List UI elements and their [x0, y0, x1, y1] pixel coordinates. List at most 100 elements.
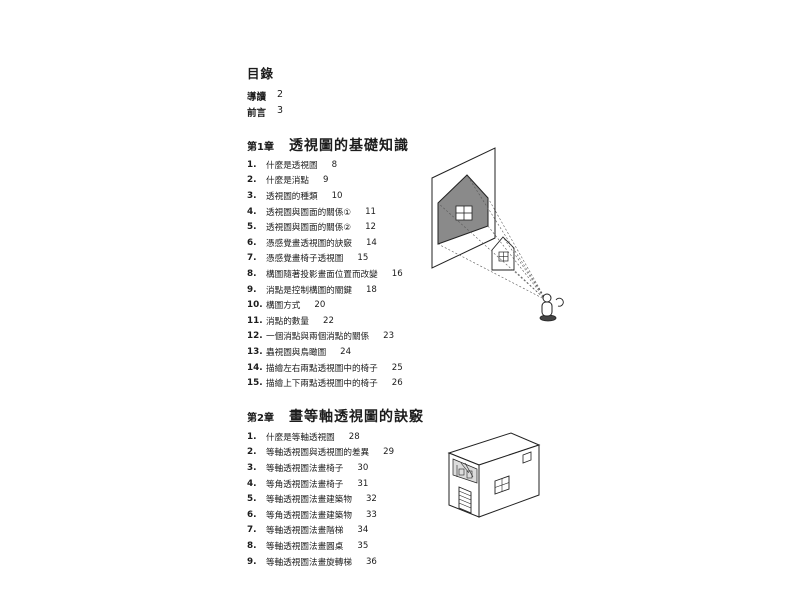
entry-title: 等角透視圖法畫建築物 — [266, 510, 352, 521]
entry-title: 等軸透視圖與透視圖的差異 — [266, 448, 370, 459]
entry-title: 等軸透視圖法畫建築物 — [266, 495, 352, 506]
toc-entry[interactable]: 5. 等軸透視圖法畫建築物 32 — [247, 491, 394, 507]
chapter-number: 第2章 — [247, 413, 274, 424]
entry-title: 蟲視圖與鳥瞰圖 — [266, 347, 327, 358]
toc-entry[interactable]: 2. 什麼是消點 9 — [247, 173, 403, 189]
entry-number: 2. — [247, 447, 257, 458]
intro-page: 3 — [277, 105, 284, 116]
entry-number: 7. — [247, 253, 257, 264]
entry-title: 憑感覺畫透視圖的訣竅 — [266, 238, 352, 249]
entry-title: 什麼是等軸透視圖 — [266, 432, 335, 443]
entry-number: 9. — [247, 556, 257, 567]
toc-entry[interactable]: 9. 等軸透視圖法畫旋轉梯 36 — [247, 554, 394, 570]
toc-entry[interactable]: 2. 等軸透視圖與透視圖的差異 29 — [247, 445, 394, 461]
toc-entry[interactable]: 6. 憑感覺畫透視圖的訣竅 14 — [247, 235, 403, 251]
entry-number: 6. — [247, 509, 257, 520]
entry-page: 8 — [331, 159, 338, 170]
entry-title: 什麼是消點 — [266, 176, 309, 187]
toc-title: 目錄 — [247, 66, 275, 81]
entry-page: 15 — [357, 253, 369, 264]
entry-page: 28 — [348, 431, 360, 442]
entry-page: 23 — [383, 331, 395, 342]
entry-title: 透視圖與圖面的關係② — [266, 223, 352, 234]
intro-label: 前言 — [247, 108, 267, 119]
entry-page: 29 — [383, 447, 395, 458]
entry-title: 等軸透視圖法畫椅子 — [266, 463, 344, 474]
toc-entry[interactable]: 6. 等角透視圖法畫建築物 33 — [247, 507, 394, 523]
entry-page: 24 — [340, 346, 352, 357]
isometric-building-illustration — [447, 432, 541, 518]
toc-entry[interactable]: 7. 憑感覺畫椅子透視圖 15 — [247, 251, 403, 267]
perspective-projection-illustration — [431, 147, 564, 322]
entry-number: 3. — [247, 462, 257, 473]
toc-entry[interactable]: 3. 等軸透視圖法畫椅子 30 — [247, 460, 394, 476]
entry-page: 30 — [357, 462, 369, 473]
toc-entry[interactable]: 8. 構圖隨著投影畫面位置而改變 16 — [247, 266, 403, 282]
entry-title: 等軸透視圖法畫圓桌 — [266, 541, 344, 552]
toc-entry[interactable]: 3. 透視圖的種類 10 — [247, 188, 403, 204]
intro-item-guide[interactable]: 導讀 2 — [247, 89, 283, 103]
entry-page: 26 — [391, 378, 403, 389]
entry-title: 等軸透視圖法畫階梯 — [266, 526, 344, 537]
entry-number: 9. — [247, 284, 257, 295]
entry-number: 13. — [247, 346, 263, 357]
entry-number: 5. — [247, 222, 257, 233]
entry-page: 16 — [391, 268, 403, 279]
entry-page: 31 — [357, 478, 369, 489]
entry-page: 25 — [391, 362, 403, 373]
entry-number: 4. — [247, 478, 257, 489]
entry-number: 6. — [247, 237, 257, 248]
chapter-1-heading[interactable]: 第1章 透視圖的基礎知識 — [247, 135, 409, 155]
entry-title: 什麼是透視圖 — [266, 160, 318, 171]
entry-number: 3. — [247, 190, 257, 201]
entry-page: 35 — [357, 540, 369, 551]
entry-title: 構圖隨著投影畫面位置而改變 — [266, 269, 378, 280]
entry-title: 透視圖的種類 — [266, 191, 318, 202]
entry-page: 32 — [365, 494, 377, 505]
entry-page: 11 — [365, 206, 376, 217]
entry-number: 14. — [247, 362, 263, 373]
entry-title: 消點是控制構圖的關鍵 — [266, 285, 352, 296]
entry-number: 15. — [247, 378, 263, 389]
entry-page: 14 — [365, 237, 377, 248]
entry-number: 4. — [247, 206, 257, 217]
entry-title: 消點的數量 — [266, 316, 309, 327]
entry-title: 透視圖與圖面的關係① — [266, 207, 352, 218]
toc-entry[interactable]: 13.蟲視圖與鳥瞰圖 24 — [247, 344, 403, 360]
entry-title: 構圖方式 — [266, 301, 301, 312]
chapter-title: 畫等軸透視圖的訣竅 — [289, 409, 424, 425]
entry-title: 憑感覺畫椅子透視圖 — [266, 254, 344, 265]
toc-entry[interactable]: 4. 透視圖與圖面的關係① 11 — [247, 204, 403, 220]
entry-page: 22 — [322, 315, 334, 326]
intro-item-preface[interactable]: 前言 3 — [247, 105, 283, 119]
entry-page: 33 — [365, 509, 377, 520]
entry-page: 10 — [331, 190, 343, 201]
chapter-2-heading[interactable]: 第2章 畫等軸透視圖的訣竅 — [247, 406, 424, 426]
entry-number: 5. — [247, 494, 257, 505]
entry-number: 2. — [247, 175, 257, 186]
entry-title: 等軸透視圖法畫旋轉梯 — [266, 557, 352, 568]
entry-page: 36 — [365, 556, 377, 567]
entry-title: 一個消點與兩個消點的關係 — [266, 332, 370, 343]
entry-number: 8. — [247, 540, 257, 551]
entry-page: 34 — [357, 525, 369, 536]
intro-label: 導讀 — [247, 92, 267, 103]
chapter-number: 第1章 — [247, 142, 274, 153]
entry-page: 9 — [322, 175, 329, 186]
chapter-title: 透視圖的基礎知識 — [289, 138, 409, 154]
entry-number: 8. — [247, 268, 257, 279]
toc-entry[interactable]: 8. 等軸透視圖法畫圓桌 35 — [247, 538, 394, 554]
